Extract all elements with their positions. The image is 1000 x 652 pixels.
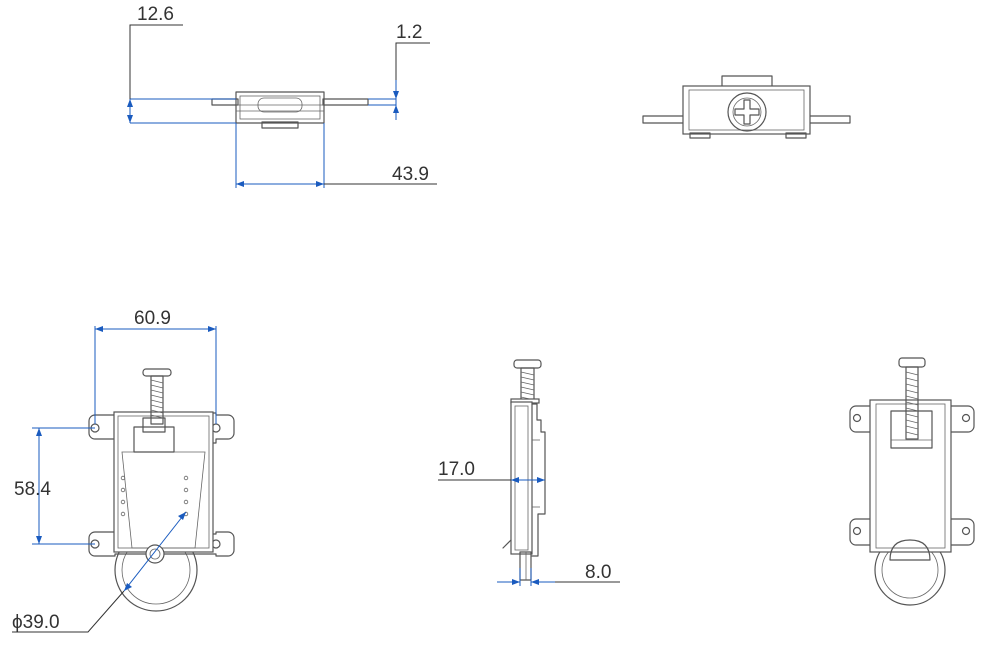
top-view-wheel-edge [261,121,299,129]
bottom-view-screw-head [727,92,767,132]
bottom-view-right-flange [805,115,851,124]
top-view-right-flange [322,98,369,106]
dimension-label-12-6: 12.6 [137,4,174,25]
dimension-label-39-0: ϕ39.0 [12,612,60,633]
bottom-view [642,75,851,139]
phillips-cross-icon [734,99,760,125]
dimension-17-0: 17.0 [438,459,545,483]
back-view-housing [869,399,952,553]
dimension-label-17-0: 17.0 [438,459,475,480]
back-view-bracket [890,410,933,449]
dimension-8-0: 8.0 [497,562,620,586]
bottom-view-left-flange [642,115,686,124]
top-view: 12.6 1.2 43.9 [127,4,437,188]
dimension-39-0: ϕ39.0 [12,511,187,633]
front-view-housing [113,411,214,553]
top-view-left-flange [211,98,239,106]
front-view-upper-mount [88,412,235,444]
dimension-label-8-0: 8.0 [585,562,611,583]
dimension-label-43-9: 43.9 [392,164,429,185]
dimension-43-9: 43.9 [235,123,437,188]
side-view-housing [510,401,533,555]
top-view-body [235,91,325,124]
side-view-screw-head [513,359,542,369]
back-view [849,357,975,606]
back-view-screw-head [898,357,926,368]
dimension-label-58-4: 58.4 [14,479,51,500]
side-view-wheel-edge [519,551,532,581]
back-view-upper-left-ear [849,405,873,433]
side-view: 17.0 8.0 [438,359,620,586]
front-view-axle [145,544,165,564]
front-view: 60.9 58.4 ϕ39.0 [12,308,235,633]
dimension-60-9: 60.9 [94,308,217,424]
dimension-label-1-2: 1.2 [396,22,422,43]
front-view-lower-mount [88,531,235,557]
front-view-screw-head [142,368,172,377]
front-view-nut-block [133,426,175,453]
back-view-wheel-window [889,539,931,561]
dimension-58-4: 58.4 [14,427,95,545]
back-view-upper-right-ear [949,405,975,433]
dimension-12-6: 12.6 [127,4,236,124]
back-view-lower-left-ear [849,518,873,546]
back-view-screw-shaft [905,366,919,440]
dimension-1-2: 1.2 [368,22,430,120]
back-view-lower-right-ear [949,518,975,546]
dimension-label-60-9: 60.9 [134,308,171,329]
